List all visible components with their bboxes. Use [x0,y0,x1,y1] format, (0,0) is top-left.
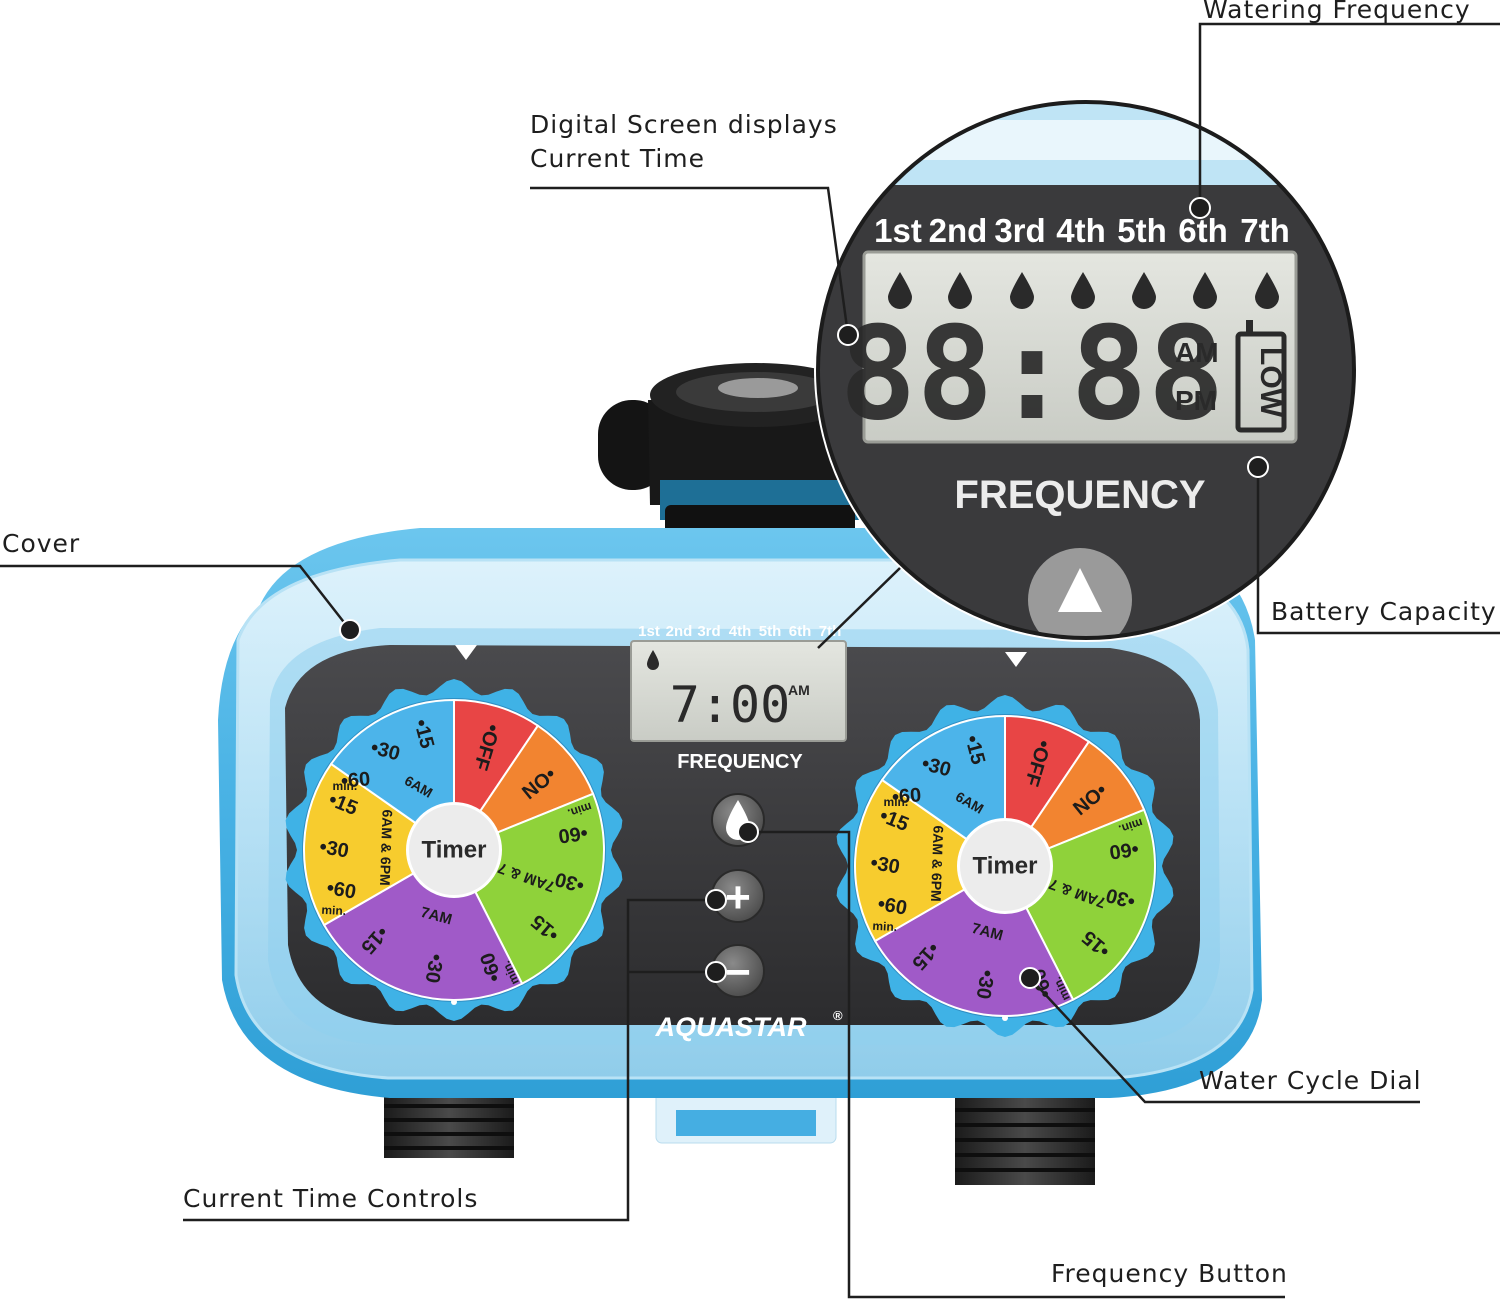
zoom-day-label: 3rd [994,212,1045,249]
lcd-meridiem: AM [788,682,810,698]
left-dial-center-label: Timer [422,836,487,863]
leader-current-time-controls [183,898,716,1222]
callout-current-time-controls: Current Time Controls [183,1184,479,1213]
device-day-label: 7th [819,623,842,640]
left-dial-center [406,802,502,898]
leader-battery [1256,467,1500,635]
drop-icon [1132,272,1156,309]
left-dial-label: min. [333,779,358,793]
low-battery-label: LOW [1254,347,1287,418]
left-dial-label: 6AM & 6PM [377,809,396,886]
plus-icon: + [725,873,751,922]
drop-icon [1071,272,1095,309]
left-dial-segment-yellow [303,762,456,927]
left-dial-pointer [455,645,477,660]
drop-icon [1193,272,1217,309]
left-dial-label: •30 [318,836,351,863]
registered-mark: ® [833,1008,843,1023]
left-dial-label: min. [321,903,346,918]
drop-icon [1255,272,1279,309]
left-dial-label: •60 [340,768,371,792]
drop-icon [888,272,912,309]
lcd-time-readout: 7:00 [670,676,790,734]
callout-leaders [0,22,1500,1299]
battery-compartment-tab [655,1084,837,1144]
minus-icon: − [725,948,751,997]
device-day-label: 2nd [666,623,693,640]
device-day-label: 5th [759,623,782,640]
zoom-pm-indicator: PM [1175,385,1217,416]
callout-dots [339,197,1269,989]
leader-frequency-button [748,830,1285,1299]
device-day-label: 3rd [697,623,720,640]
leader-zoom-source [817,567,901,649]
brand-logo: AQUASTAR [655,1012,807,1042]
drop-icon [948,272,972,309]
zoom-lcd-screen [862,250,1298,444]
right-dial-center-label: Timer [973,852,1038,879]
right-dial-segment-blue [880,714,1006,868]
zoom-day-label: 1st [874,212,922,249]
device-frequency-label: FREQUENCY [677,751,803,773]
battery-icon: LOW [1235,320,1287,433]
right-dial-label: •60 [1108,837,1140,863]
drop-icon [647,650,659,670]
left-dial-segment-blue [329,698,455,852]
zoom-frequency-label: FREQUENCY [954,473,1205,517]
right-dial-label: •60 [876,893,909,920]
callout-water-cycle-dial: Water Cycle Dial [1199,1066,1422,1095]
callout-watering-frequency: Watering Frequency [1203,0,1471,24]
right-dial-label: •60 [891,784,922,808]
right-dial-label: 6AM & 6PM [928,825,947,902]
right-dial-label: min. [872,919,897,934]
outlet-connector-right [955,1095,1095,1185]
leader-cover [0,564,351,631]
leader-watering-frequency [1198,22,1500,208]
callout-battery-capacity: Battery Capacity [1271,597,1497,626]
drop-icon [1010,272,1034,309]
leader-digital-screen [530,186,850,336]
right-dial-label: •30 [869,852,902,879]
zoom-day-label: 5th [1117,212,1167,249]
leader-water-cycle-dial [1029,977,1420,1104]
right-dial-segment-yellow [854,778,1007,943]
left-dial-label: •60 [325,877,358,904]
plus-button[interactable]: + [711,869,765,923]
device-day-label: 4th [729,623,752,640]
zoom-day-label: 7th [1240,212,1290,249]
callout-cover: Cover [2,529,81,558]
callout-frequency-button: Frequency Button [1051,1259,1288,1288]
device-day-label: 6th [789,623,812,640]
callout-digital-screen-line2: Current Time [530,144,706,173]
right-dial-pointer [1005,652,1027,667]
callout-digital-screen-line1: Digital Screen displays [530,110,838,139]
zoom-drop-row [888,272,1279,309]
zoom-day-label: 2nd [929,212,988,249]
right-dial-label: •30 [971,968,998,1001]
left-dial-label: •30 [420,952,447,985]
zoom-day-label: 4th [1056,212,1106,249]
device-lcd-screen: 7:00 AM [630,640,847,742]
device-day-label: 1st [638,623,660,640]
zoom-segment-digits: 88:88 [839,300,1224,449]
right-dial-label: min. [884,795,909,809]
left-dial-label: •60 [557,821,589,847]
zoom-am-indicator: AM [1175,337,1219,368]
right-dial-center [957,818,1053,914]
